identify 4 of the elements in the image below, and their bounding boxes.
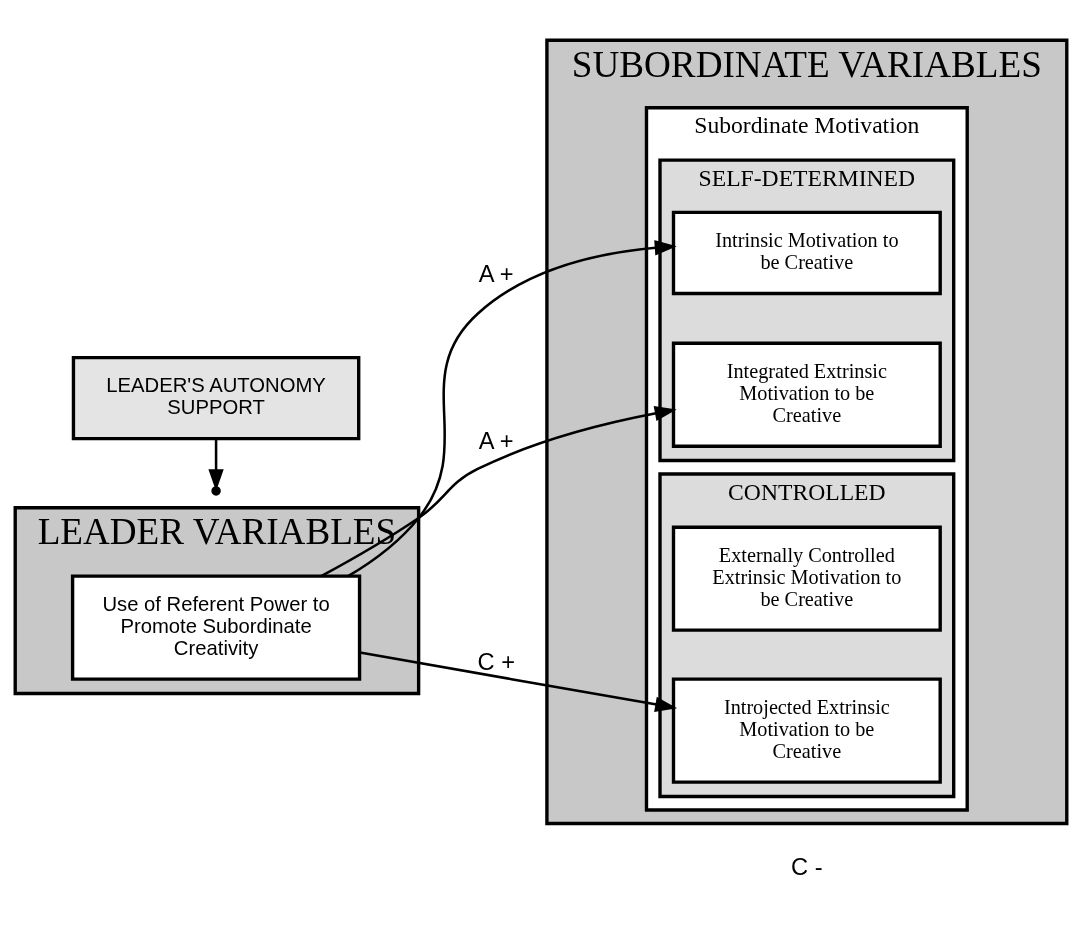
edge-label: A +: [478, 427, 514, 454]
edge-label: C +: [477, 648, 515, 675]
edge-label: A +: [478, 260, 514, 287]
label: C -: [791, 853, 823, 880]
